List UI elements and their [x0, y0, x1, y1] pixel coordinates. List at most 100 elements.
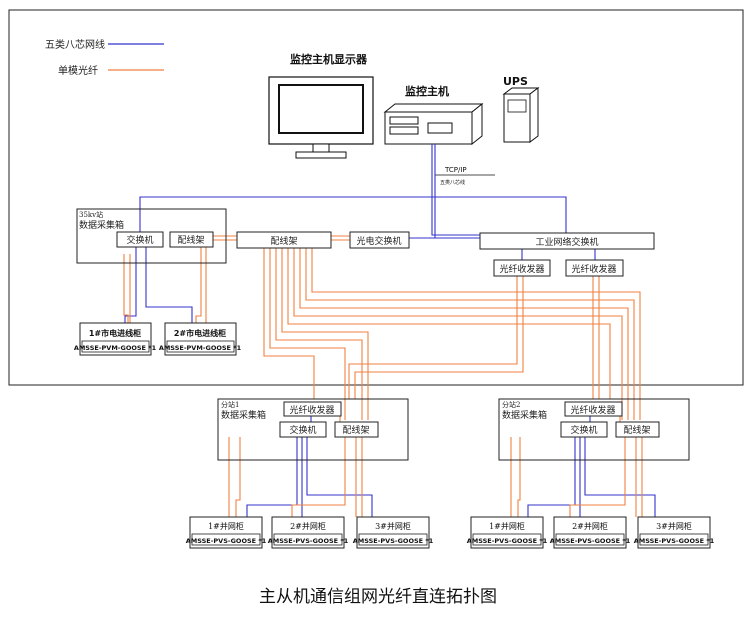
substation-1-transceiver-label: 光纤收发器 [289, 404, 334, 416]
substation-1-cabinet-1[interactable]: 1#并网柜 AMSSE-PVS-GOOSE *1 [186, 516, 267, 549]
host-to-industrial-switch-2 [434, 144, 480, 239]
patch-main[interactable] [236, 231, 332, 249]
fiber-bundle-3 [275, 248, 363, 420]
main-area-frame [8, 9, 744, 386]
substation-1-switch[interactable] [279, 421, 327, 438]
fiber-bundle-9 [311, 248, 641, 420]
host-to-industrial-switch [431, 144, 480, 236]
monitor-screen-inner [278, 84, 364, 134]
industrial-switch[interactable] [479, 232, 655, 250]
substation-2-title: 分站2 [502, 400, 520, 409]
substation-2-transceiver-label: 光纤收发器 [570, 404, 615, 416]
substation-2-cabinet-3-name: 3#并网柜 [656, 521, 692, 531]
substation-1-cabinet-1-model-box [191, 533, 261, 546]
ups: UPS [502, 75, 540, 143]
ups-vent [507, 99, 527, 113]
substation-2-cabinet-3[interactable]: 3#并网柜 AMSSE-PVS-GOOSE *1 [634, 516, 715, 549]
fiber-patch-to-cab1 [123, 254, 129, 323]
sub1-switch-to-cab3 [306, 437, 373, 517]
host-computer: 监控主机 [383, 84, 484, 146]
transceiver-2[interactable] [565, 259, 624, 277]
substation-2-switch[interactable] [560, 421, 608, 438]
legend-fiber-label: 单模光纤 [58, 64, 98, 77]
monitor-display-label: 监控主机显示器 [290, 52, 368, 66]
substation-2-cabinet-3-model-box [639, 533, 709, 546]
substation-1-cabinet-3-model: AMSSE-PVS-GOOSE *1 [353, 537, 434, 545]
substation-2-cabinet-3-model: AMSSE-PVS-GOOSE *1 [634, 537, 715, 545]
host-drive-2 [389, 126, 419, 135]
substation-1-title: 分站1 [221, 400, 239, 409]
tcp-ip-label: TCP/IP [444, 166, 467, 174]
substation-1-cabinet-3[interactable]: 3#并网柜 AMSSE-PVS-GOOSE *1 [353, 516, 434, 549]
diagram-caption: 主从机通信组网光纤直连拓扑图 [259, 587, 497, 607]
substation-2-cabinet-1-model: AMSSE-PVS-GOOSE *1 [467, 537, 548, 545]
fiber-bundle-7 [299, 248, 629, 420]
substation-2-patch[interactable] [615, 421, 660, 438]
substation-1-cabinet-2[interactable]: 2#并网柜 AMSSE-PVS-GOOSE *1 [268, 516, 349, 549]
fiber-bundle-5 [287, 248, 611, 399]
substation-1-cabinet-1-model: AMSSE-PVS-GOOSE *1 [186, 537, 267, 545]
substation-1-patch-label: 配线架 [342, 424, 369, 436]
host-case-top [383, 103, 484, 113]
main-cabinet-1-model: AMSSE-PVM-GOOSE *1 [74, 344, 157, 352]
sub1-switch-to-cab1 [246, 437, 298, 517]
substation-2-transceiver[interactable] [564, 401, 623, 417]
main-cabinet-1[interactable]: 1#市电进线柜 AMSSE-PVM-GOOSE *1 [74, 322, 157, 356]
main-patch[interactable] [169, 231, 214, 248]
sub2-switch-to-cab1 [527, 437, 576, 517]
substation-1-switch-label: 交换机 [289, 424, 316, 436]
main-station-box: 35kv站 数据采集箱 交换机 配线架 [76, 208, 227, 264]
fiber-cables [123, 235, 643, 517]
main-switch[interactable] [116, 231, 164, 248]
substation-2-cabinet-1-name: 1#并网柜 [489, 521, 525, 531]
sub1-fiber-cab2 [291, 437, 346, 517]
substation-2-switch-label: 交换机 [570, 424, 597, 436]
monitor-neck [312, 143, 330, 153]
sub2-fiber-cab2 [569, 437, 626, 517]
main-cabinet-1-model-box [81, 340, 150, 353]
substation-2-cabinet-2-name: 2#并网柜 [572, 521, 608, 531]
transceiver-1[interactable] [493, 259, 551, 277]
fiber-patch-to-cab2 [195, 247, 202, 323]
fiber-trans1-to-sub1b [354, 276, 524, 399]
main-patch-label: 配线架 [177, 234, 204, 246]
industrial-switch-label: 工业网络交换机 [535, 236, 598, 248]
monitor-base [295, 151, 347, 159]
transceiver-2-label: 光纤收发器 [571, 263, 616, 275]
substation-2-cabinet-1[interactable]: 1#并网柜 AMSSE-PVS-GOOSE *1 [467, 516, 548, 549]
optical-switch[interactable] [349, 231, 410, 249]
fiber-bundle-2 [269, 248, 346, 420]
substation-2-frame [498, 398, 690, 461]
substation-1-cabinet-2-name: 2#并网柜 [290, 521, 326, 531]
sub2-switch-to-cab3 [584, 437, 656, 517]
substation-1-frame [217, 398, 409, 461]
monitor-display: 监控主机显示器 [268, 52, 374, 159]
sub2-fiber-cab1b [517, 437, 521, 517]
substation-2-cabinet-2-model-box [555, 533, 625, 546]
substation-2-cabinet-2[interactable]: 2#并网柜 AMSSE-PVS-GOOSE *1 [550, 516, 631, 549]
main-station-frame [76, 208, 227, 264]
substation-2: 分站2 数据采集箱 光纤收发器 交换机 配线架 [498, 398, 690, 461]
fiber-trans1-to-sub1 [348, 276, 518, 399]
substation-1-transceiver[interactable] [283, 401, 342, 417]
host-case-side [471, 102, 483, 146]
substation-2-patch-label: 配线架 [623, 424, 650, 436]
legend-cat5e-label: 五类八芯网线 [45, 38, 105, 51]
main-cabinet-2[interactable]: 2#市电进线柜 AMSSE-PVM-GOOSE *1 [159, 322, 242, 356]
substation-1-box-label: 数据采集箱 [221, 409, 266, 421]
patch-main-label: 配线架 [270, 235, 297, 247]
substation-2-cabinet-2-model: AMSSE-PVS-GOOSE *1 [550, 537, 631, 545]
tcp-ip-sublabel: 五类八芯线 [440, 179, 465, 186]
sub1-fiber-cab1b [235, 437, 241, 517]
fiber-bundle-1 [263, 248, 315, 399]
substation-2-box-label: 数据采集箱 [502, 409, 547, 421]
substation-1-cabinet-2-model: AMSSE-PVS-GOOSE *1 [268, 537, 349, 545]
substation-2-cabinet-1-model-box [472, 533, 542, 546]
substation-1-patch[interactable] [334, 421, 379, 438]
host-label: 监控主机 [405, 84, 449, 98]
main-cabinet-2-name: 2#市电进线柜 [174, 328, 226, 338]
top-bus [139, 196, 567, 234]
ups-label: UPS [503, 75, 528, 88]
substation-1-cabinet-3-name: 3#并网柜 [375, 521, 411, 531]
